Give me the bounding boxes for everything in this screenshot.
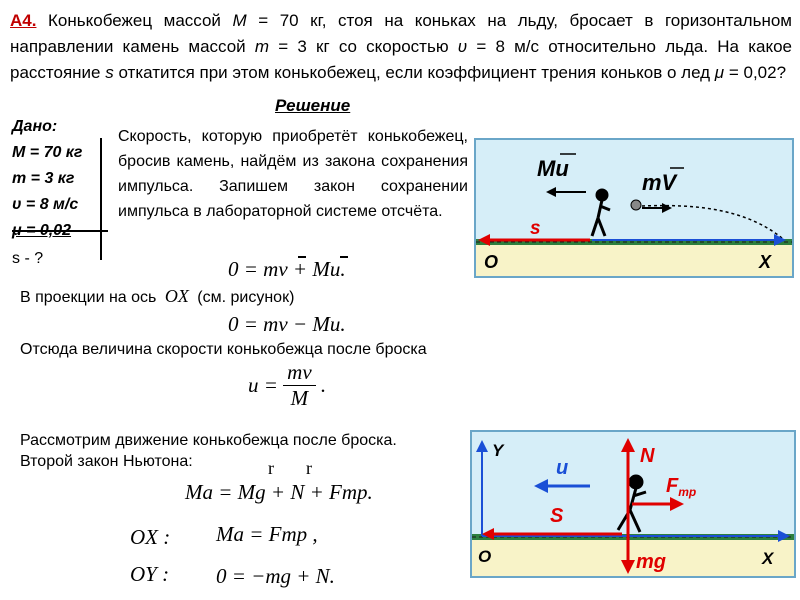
figure-forces: Y u S N Fтр mg O X	[470, 430, 796, 578]
label-u: u	[556, 457, 568, 479]
arrow-head	[621, 438, 635, 452]
vector-mark	[340, 256, 348, 258]
given-item: υ = 8 м/с	[12, 196, 79, 213]
arrow-head	[476, 440, 488, 452]
skater-figure	[590, 188, 611, 237]
given-underline	[12, 230, 108, 232]
fraction: mv M	[283, 360, 316, 411]
label-F: Fтр	[666, 475, 696, 499]
arrow-head	[546, 187, 556, 197]
given-title: Дано:	[12, 118, 58, 135]
solution-heading: Решение	[275, 96, 351, 115]
problem-number: А4.	[10, 11, 37, 30]
formula-newton: Ma = Mg + N + Fтр.	[185, 480, 373, 504]
vector-mark-g: r	[268, 458, 274, 478]
label-O: O	[478, 547, 491, 566]
label-mg: mg	[636, 551, 666, 573]
arrow-head	[482, 528, 494, 540]
given-divider	[100, 138, 102, 260]
arrow-head	[478, 234, 490, 246]
arrow-head	[670, 497, 684, 511]
arrow-head	[662, 203, 672, 213]
arrow-head	[621, 560, 635, 574]
formula-u: u = mv M .	[248, 360, 327, 411]
ox-equation: Ma = Fтр ,	[216, 522, 318, 546]
paragraph-after-throw: Рассмотрим движение конькобежца после бр…	[20, 432, 397, 449]
label-X: X	[761, 549, 775, 568]
ox-label: OX :	[130, 525, 171, 549]
label-s: s	[530, 218, 541, 239]
paragraph-momentum: Скорость, которую приобретёт конькобежец…	[118, 128, 468, 220]
label-O: O	[484, 252, 498, 272]
label-S: S	[550, 505, 564, 527]
stone	[630, 199, 642, 211]
given-block: Дано: M = 70 кг m = 3 кг υ = 8 м/с μ = 0…	[12, 114, 82, 272]
axis-label-ox: OX	[164, 286, 189, 306]
label-Y: Y	[492, 441, 505, 460]
arrow-head	[534, 479, 548, 493]
given-item: m = 3 кг	[12, 170, 75, 187]
label-X: X	[758, 252, 772, 272]
label-Mu: Mu	[537, 156, 569, 181]
given-unknown: s - ?	[12, 250, 44, 267]
formula-momentum-vector: 0 = mv + Mu.	[228, 257, 346, 281]
oy-equation: 0 = −mg + N.	[216, 564, 335, 588]
vector-mark	[298, 256, 306, 258]
formula-momentum-projection: 0 = mv − Mu.	[228, 312, 346, 336]
arrow-head	[774, 234, 786, 246]
vector-mark-n: r	[306, 458, 312, 478]
oy-label: OY :	[130, 562, 170, 586]
paragraph-projection: В проекции на ось OX (см. рисунок)	[20, 286, 295, 306]
paragraph-velocity: Отсюда величина скорости конькобежца пос…	[20, 341, 427, 358]
figure-throw: Mu mV s O X	[474, 138, 794, 278]
paragraph-newton: Второй закон Ньютона:	[20, 453, 193, 470]
arrow-head	[778, 530, 790, 542]
label-N: N	[640, 445, 655, 467]
label-mV: mV	[642, 170, 679, 195]
given-item: M = 70 кг	[12, 144, 83, 161]
problem-statement: А4. Конькобежец массой M = 70 кг, стоя н…	[10, 11, 792, 82]
